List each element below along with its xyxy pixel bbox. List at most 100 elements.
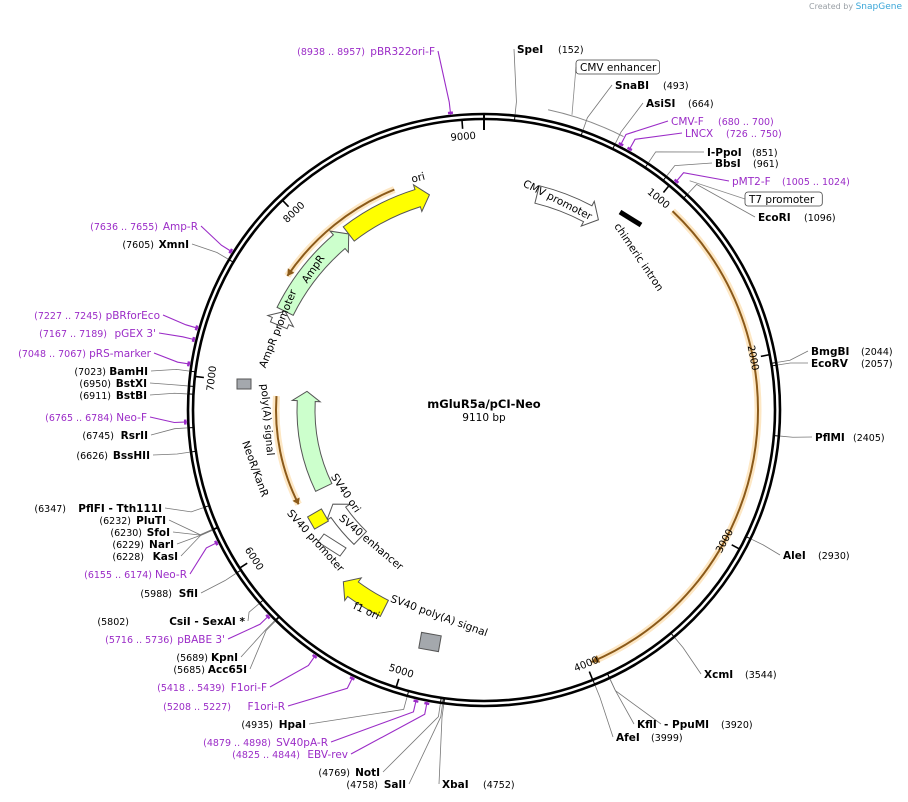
enzyme-pos-bstxi: (6950) (79, 379, 111, 390)
enzyme-name-bsshii: BssHII (113, 450, 150, 462)
enzyme-pos-asisi: (664) (688, 99, 714, 110)
primer-leader-f1ori-r (287, 676, 354, 707)
enzyme-pos-rsrii: (6745) (82, 431, 114, 442)
enzyme-name-xbai: XbaI (442, 779, 469, 791)
primer-name-pbabe-3: pBABE 3' (177, 634, 225, 646)
site-mark-csii-sexai (258, 598, 265, 605)
enzyme-leader-bstbi (149, 392, 188, 396)
enzyme-leader-rsrii (150, 427, 188, 436)
feature-sv40-promoter (325, 503, 368, 546)
primer-leader-sv40pa-r (330, 699, 417, 743)
enzyme-name-sfii: SfiI (179, 588, 198, 600)
enzyme-pos-sfoi: (6230) (110, 528, 142, 539)
enzyme-name-i-ppoi: I-PpoI (707, 147, 742, 159)
tick-label-5000: 5000 (387, 663, 415, 681)
enzyme-name-kfli: KflI (637, 719, 657, 731)
enzyme-leader-sali (408, 704, 443, 785)
tick-6000 (239, 562, 248, 569)
enzyme-pos-ppumi: (3920) (721, 720, 753, 731)
sv40-ori-box (306, 508, 330, 530)
enzyme-name-ecorv: EcoRV (811, 358, 849, 370)
enzyme-pos-afei: (3999) (651, 733, 683, 744)
primer-leader-lncx (628, 132, 683, 151)
insert-head (591, 655, 601, 663)
primer-pos-cmv-f: (680 .. 700) (718, 117, 774, 128)
feature-cmv-promoter (534, 185, 599, 228)
boxed-frame-cmv-enhancer (575, 59, 660, 75)
enzyme-name-pflfi-tth111i: PflFI - Tth111I (78, 503, 162, 515)
primer-pos-lncx: (726 .. 750) (726, 129, 782, 140)
insert-line (591, 210, 759, 663)
enzyme-leader-hpai (308, 696, 408, 725)
site-mark-bamhi (189, 370, 197, 373)
tick-label-7000: 7000 (205, 365, 219, 392)
feature-f1-ori (342, 577, 390, 618)
boxed-label-t7-promoter: T7 promoter (748, 194, 815, 206)
site-mark-afei (592, 678, 596, 686)
feature-label-chimeric-intron: chimeric intron (611, 221, 665, 293)
enzyme-leader-bamhi (150, 368, 190, 372)
site-mark-ecori (682, 193, 689, 200)
primer-pos-f1ori-f: (5418 .. 5439) (157, 683, 225, 694)
enzyme-name-kasi: KasI (153, 551, 178, 563)
site-mark-hpai (406, 689, 410, 697)
site-mark-bmgbi (770, 361, 778, 364)
neo-arc-line (275, 395, 300, 505)
site-mark-asisi (611, 143, 616, 151)
primer-mark-prs-marker (186, 361, 191, 367)
enzyme-leader-noti (382, 703, 441, 773)
enzyme-leader-xbai (438, 704, 445, 785)
enzyme-name-noti: NotI (355, 767, 380, 779)
primer-mark-lncx (626, 146, 633, 152)
primer-mark-f1ori-f (311, 653, 318, 659)
enzyme-name-xcmi: XcmI (704, 669, 733, 681)
enzyme-pos-nari: (6229) (112, 540, 144, 551)
enzyme-name-ppumi: - PpuMI (664, 719, 709, 731)
enzyme-name-asisi: AsiSI (646, 98, 675, 110)
primer-mark-sv40pa-r (413, 699, 419, 703)
tick-1000 (662, 185, 670, 193)
enzyme-name-bbsi: BbsI (715, 158, 741, 170)
enzyme-name-ecori: EcoRI (758, 212, 791, 224)
primer-mark-pbr322ori-f (447, 111, 454, 115)
primer-leader-pmt2-f (674, 172, 730, 184)
primer-name-sv40pa-r: SV40pA-R (276, 737, 328, 749)
site-mark-sali (442, 697, 445, 705)
primer-leader-pbabe-3 (227, 614, 270, 640)
enzyme-leader-bstxi (149, 382, 189, 387)
primer-pos-pbrforeco: (7227 .. 7245) (34, 311, 102, 322)
tick-4000 (588, 671, 594, 681)
enzyme-pos-alei: (2930) (818, 551, 850, 562)
feature-ampr (276, 230, 350, 317)
enzyme-pos-bamhi: (7023) (74, 367, 106, 378)
enzyme-pos-bstbi: (6911) (79, 391, 111, 402)
enzyme-leader-sfii (200, 573, 237, 594)
primer-leader-cmv-f (619, 120, 669, 147)
enzyme-pos-xbai: (4752) (483, 780, 515, 791)
primer-name-neo-f: Neo-F (116, 412, 147, 424)
site-mark-kpni (274, 615, 280, 622)
enzyme-pos-sfii: (5988) (140, 589, 172, 600)
enzyme-leader-kasi (180, 529, 213, 557)
primer-mark-amp-r (228, 248, 234, 254)
enzyme-pos-acc65i: (5685) (173, 665, 205, 676)
site-mark-xmni (227, 258, 235, 264)
primer-mark-pbabe-3 (265, 614, 271, 620)
tick-7000 (194, 375, 204, 379)
primer-mark-pmt2-f (673, 178, 680, 184)
site-mark-pflmi (772, 434, 780, 437)
enzyme-pos-ecori: (1096) (804, 213, 836, 224)
tick-label-6000: 6000 (242, 545, 265, 572)
feature-neor-kanr (290, 390, 333, 493)
primer-mark-cmv-f (618, 141, 624, 147)
enzyme-pos-kasi: (6228) (112, 552, 144, 563)
site-mark-xcmi (669, 631, 676, 638)
enzyme-pos-pflmi: (2405) (853, 433, 885, 444)
enzyme-leader-pflfi-tth111i (164, 507, 204, 513)
primer-leader-prs-marker (153, 352, 191, 365)
snapgene-brand: SnapGene (855, 2, 902, 12)
primer-pos-pbabe-3: (5716 .. 5736) (105, 635, 173, 646)
enzyme-leader-ppumi (609, 678, 662, 725)
enzyme-name-csii-sexai: CsiI - SexAI * (169, 616, 245, 628)
enzyme-leader-alei (751, 538, 781, 556)
